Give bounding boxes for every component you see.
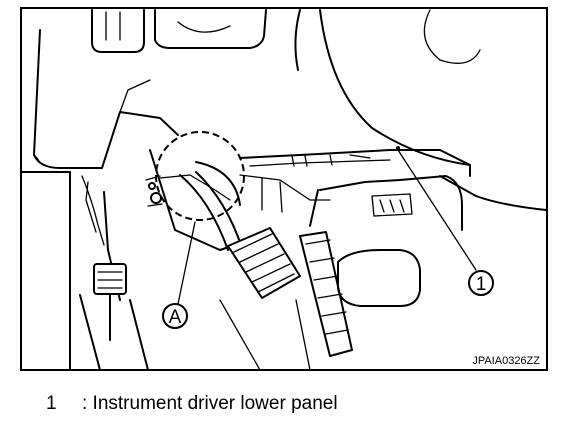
brake-pedal xyxy=(179,171,301,299)
callout-a: A xyxy=(162,303,188,329)
leader-line-a xyxy=(177,221,196,305)
legend-text: : Instrument driver lower panel xyxy=(82,393,338,414)
legend-number: 1 xyxy=(46,393,57,414)
callout-a-label: A xyxy=(169,307,182,328)
leader-line-1 xyxy=(397,149,477,271)
accelerator-pedal xyxy=(299,189,353,357)
callout-1-label: 1 xyxy=(476,274,487,295)
clutch-pedal-and-floor xyxy=(79,263,311,371)
right-panel-area xyxy=(319,175,547,231)
image-code: JPAIA0326ZZ xyxy=(472,355,540,367)
callout-1: 1 xyxy=(468,270,494,296)
detail-circle-a xyxy=(155,131,245,221)
legend: 1 : Instrument driver lower panel xyxy=(46,393,338,415)
dashboard xyxy=(33,9,481,177)
footrest xyxy=(337,249,421,307)
figure-frame xyxy=(20,7,548,371)
